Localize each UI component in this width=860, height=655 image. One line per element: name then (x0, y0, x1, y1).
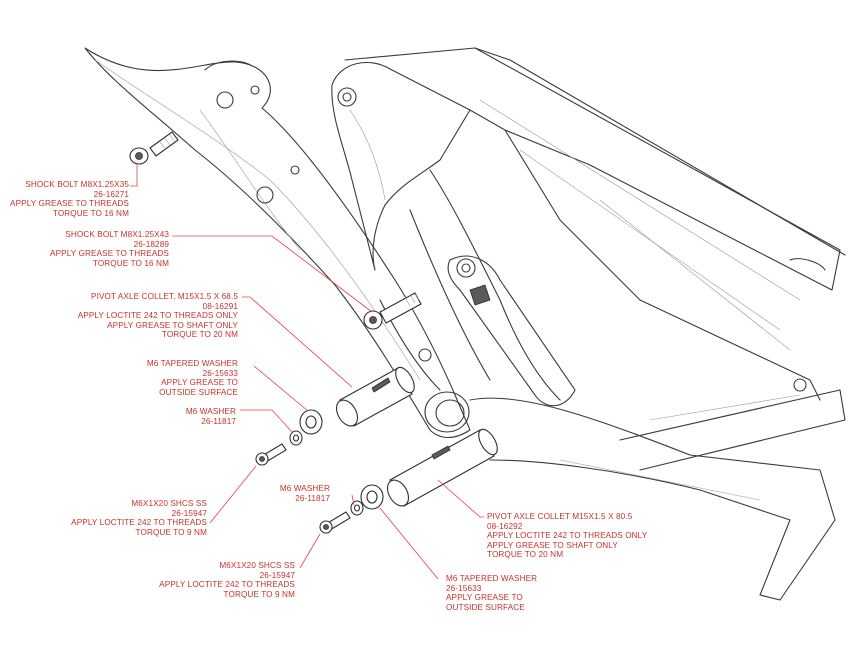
callout-line: TORQUE TO 16 NM (92, 258, 169, 268)
shock-bolt-lower (363, 291, 422, 330)
callout-pivot-axle-collet-upper: PIVOT AXLE COLLET, M15X1.5 X 68.5 08-162… (78, 292, 238, 340)
callout-line: APPLY LOCTITE 242 TO THREADS (159, 580, 295, 590)
callout-line: 26-15947 (259, 570, 295, 580)
callout-line: M6X1X20 SHCS SS (219, 561, 295, 570)
callout-line: SHOCK BOLT M8X1.25X43 (65, 230, 169, 239)
pivot-axle-collet-upper (335, 366, 415, 427)
callout-line: SHOCK BOLT M8X1.25X35 (25, 180, 129, 189)
tapered-washer-right (360, 484, 384, 510)
callout-line: PIVOT AXLE COLLET, M15X1.5 X 68.5 (91, 292, 238, 301)
callout-line: M6 WASHER (279, 484, 330, 493)
rocker-link (331, 62, 471, 271)
callout-line: 26-15947 (171, 508, 207, 518)
callout-line: M6 TAPERED WASHER (146, 359, 238, 368)
callout-line: TORQUE TO 20 NM (487, 550, 564, 560)
callout-shcs-right: M6X1X20 SHCS SS 26-15947 APPLY LOCTITE 2… (159, 561, 295, 599)
callout-line: 26-15633 (202, 368, 238, 378)
shcs-left (255, 443, 287, 466)
callout-washer-right: M6 WASHER 26-11817 (280, 484, 330, 503)
callout-line: OUTSIDE SURFACE (159, 387, 238, 397)
callout-line: APPLY LOCTITE 242 TO THREADS (71, 518, 207, 528)
callout-line: TORQUE TO 9 NM (135, 527, 207, 537)
callout-line: APPLY GREASE TO (446, 593, 523, 603)
callout-line: TORQUE TO 20 NM (161, 330, 238, 340)
callout-line: TORQUE TO 9 NM (223, 589, 295, 599)
callout-line: OUTSIDE SURFACE (446, 602, 525, 612)
callout-shock-bolt-upper: SHOCK BOLT M8X1.25X35 26-16271 APPLY GRE… (10, 180, 129, 218)
callout-line: 08-16292 (487, 521, 523, 531)
callout-pivot-axle-collet-lower: PIVOT AXLE COLLET M15X1.5 X 80.5 08-1629… (487, 512, 647, 560)
tapered-washer-left (299, 409, 323, 435)
callout-line: 08-16291 (202, 301, 238, 311)
callout-line: 26-11817 (201, 416, 236, 426)
callout-tapered-washer-left: M6 TAPERED WASHER 26-15633 APPLY GREASE … (147, 359, 238, 397)
callout-line: 26-18289 (133, 239, 169, 249)
callout-line: APPLY GREASE TO (161, 378, 238, 388)
callout-shock-bolt-lower: SHOCK BOLT M8X1.25X43 26-18289 APPLY GRE… (50, 230, 169, 268)
callout-line: 26-16271 (93, 189, 129, 199)
callout-line: APPLY GREASE TO THREADS (10, 199, 129, 209)
callout-line: APPLY GREASE TO THREADS (50, 249, 169, 259)
callout-tapered-washer-right: M6 TAPERED WASHER 26-15633 APPLY GREASE … (446, 574, 537, 612)
callout-line: APPLY GREASE TO SHAFT ONLY (107, 320, 238, 330)
callout-line: APPLY GREASE TO SHAFT ONLY (487, 540, 618, 550)
callout-line: M6 TAPERED WASHER (446, 574, 538, 583)
callout-line: APPLY LOCTITE 242 TO THREADS ONLY (487, 531, 648, 541)
washer-right (350, 500, 364, 516)
callout-line: APPLY LOCTITE 242 TO THREADS ONLY (77, 311, 238, 321)
callout-shcs-left: M6X1X20 SHCS SS 26-15947 APPLY LOCTITE 2… (71, 499, 207, 537)
callout-line: M6X1X20 SHCS SS (131, 499, 207, 508)
callout-line: 26-11817 (295, 493, 330, 503)
leader-lines (130, 165, 484, 580)
callout-line: 26-15633 (446, 583, 482, 593)
pivot-axle-collet-lower (386, 428, 498, 507)
callout-washer-left: M6 WASHER 26-11817 (186, 407, 236, 426)
shock-bolt-upper (129, 131, 179, 165)
washer-left (289, 430, 303, 446)
rear-stay (84, 47, 471, 439)
callout-line: TORQUE TO 16 NM (52, 208, 129, 218)
callout-line: M6 WASHER (185, 407, 236, 416)
callout-line: PIVOT AXLE COLLET M15X1.5 X 80.5 (487, 512, 633, 521)
shcs-right (319, 511, 351, 534)
